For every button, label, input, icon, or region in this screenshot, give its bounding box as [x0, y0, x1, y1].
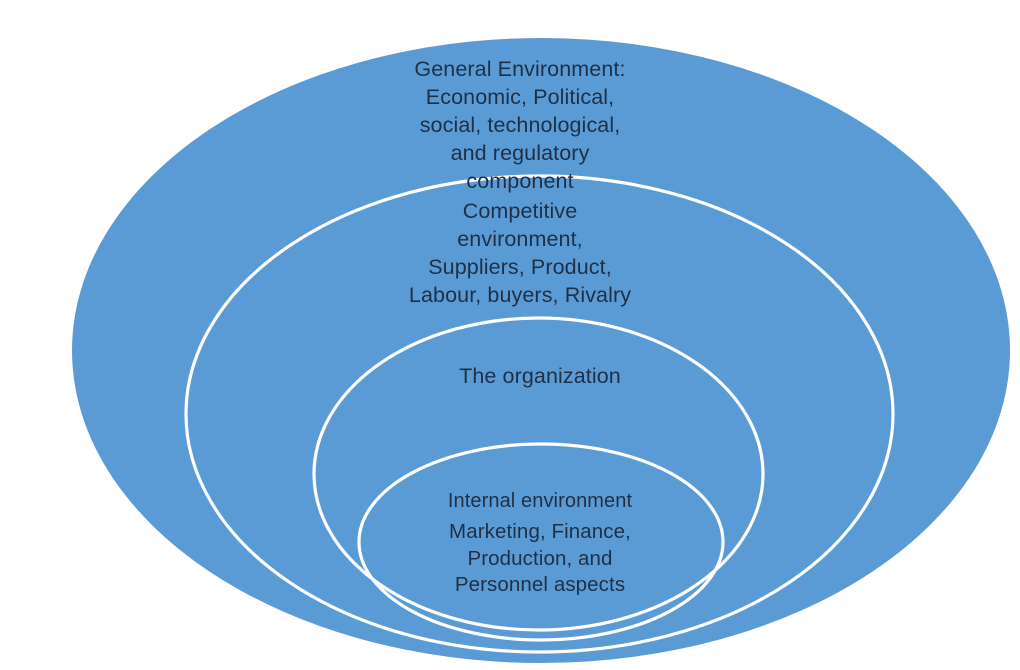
ellipse-general-environment: [72, 38, 1010, 663]
ellipse-competitive-environment: [184, 174, 895, 654]
label-internal-environment-aspects: Marketing, Finance, Production, and Pers…: [449, 520, 631, 597]
label-internal-environment-title: Internal environment: [447, 490, 633, 512]
label-competitive-environment: Competitive environment, Suppliers, Prod…: [408, 199, 632, 307]
label-general-environment: General Environment: Economic, Political…: [414, 57, 626, 193]
ellipse-internal-environment: [357, 442, 725, 642]
label-the-organization: The organization: [459, 364, 621, 388]
ellipse-the-organization: [312, 316, 765, 632]
